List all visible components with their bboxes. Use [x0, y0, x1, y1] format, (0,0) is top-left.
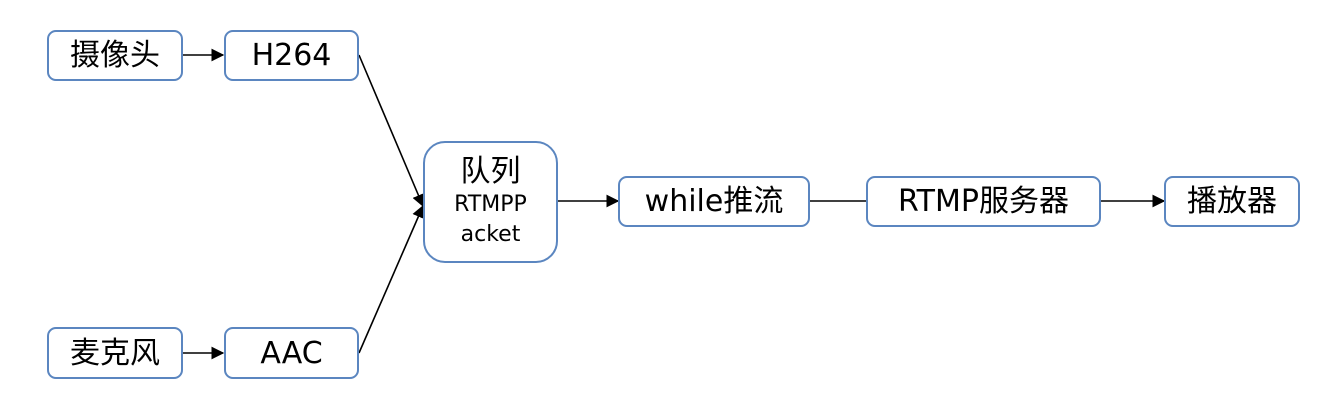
- node-queue-title: 队列: [460, 154, 521, 189]
- node-queue-line1: RTMPP: [454, 192, 527, 217]
- node-while-push: while推流: [618, 176, 810, 227]
- node-aac: AAC: [224, 327, 359, 379]
- node-rtmp-server-label: RTMP服务器: [898, 184, 1069, 219]
- node-player: 播放器: [1164, 176, 1300, 227]
- node-h264-label: H264: [251, 38, 332, 73]
- node-player-label: 播放器: [1187, 184, 1277, 219]
- node-aac-label: AAC: [260, 335, 323, 371]
- node-camera-label: 摄像头: [70, 38, 160, 73]
- node-queue: 队列 RTMPP acket: [423, 141, 558, 263]
- node-h264: H264: [224, 30, 359, 81]
- edge-h264-to-queue: [358, 54, 425, 208]
- edge-aac-to-queue: [358, 204, 425, 354]
- node-queue-line2: acket: [460, 222, 521, 247]
- node-while-push-label: while推流: [644, 184, 784, 219]
- node-camera: 摄像头: [47, 30, 183, 81]
- node-mic-label: 麦克风: [70, 335, 160, 371]
- node-rtmp-server: RTMP服务器: [866, 176, 1101, 227]
- node-mic: 麦克风: [47, 327, 183, 379]
